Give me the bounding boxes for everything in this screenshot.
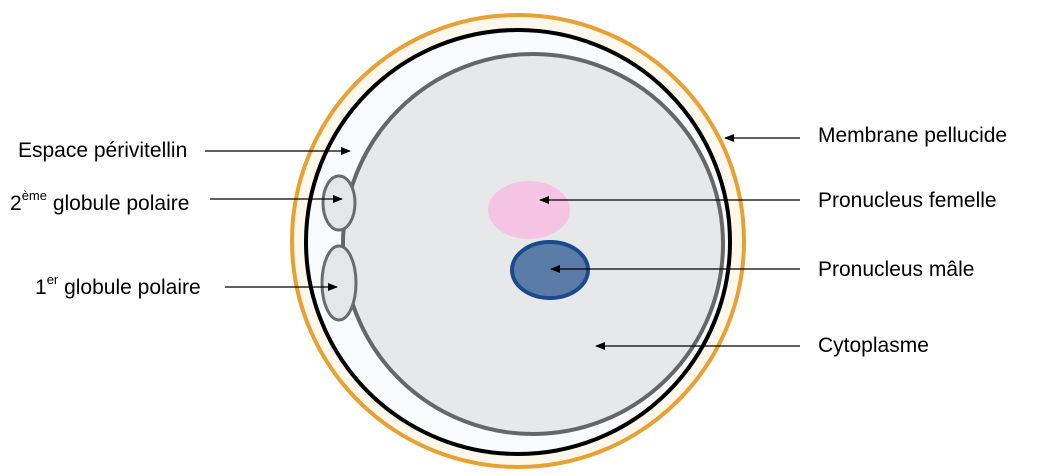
- label-first-polar-body: 1er globule polaire: [35, 275, 201, 301]
- first-polar-body: [322, 246, 356, 320]
- label-pronucleus-male: Pronucleus mâle: [818, 257, 974, 283]
- label-espace-perivitellin: Espace périvitellin: [18, 138, 187, 164]
- label-second-polar-body-text: globule polaire: [47, 192, 189, 215]
- label-pronucleus-femelle: Pronucleus femelle: [818, 188, 997, 214]
- label-first-polar-body-superscript: er: [47, 272, 59, 287]
- label-first-polar-body-text: globule polaire: [58, 276, 200, 299]
- label-second-polar-body: 2ème globule polaire: [10, 191, 189, 217]
- second-polar-body: [323, 176, 355, 230]
- label-second-polar-body-number: 2: [10, 192, 22, 215]
- label-second-polar-body-superscript: ème: [22, 188, 47, 203]
- male-pronucleus: [512, 242, 588, 298]
- label-cytoplasme: Cytoplasme: [818, 333, 929, 359]
- label-membrane-pellucide: Membrane pellucide: [818, 123, 1007, 149]
- label-first-polar-body-number: 1: [35, 276, 47, 299]
- female-pronucleus: [488, 181, 570, 239]
